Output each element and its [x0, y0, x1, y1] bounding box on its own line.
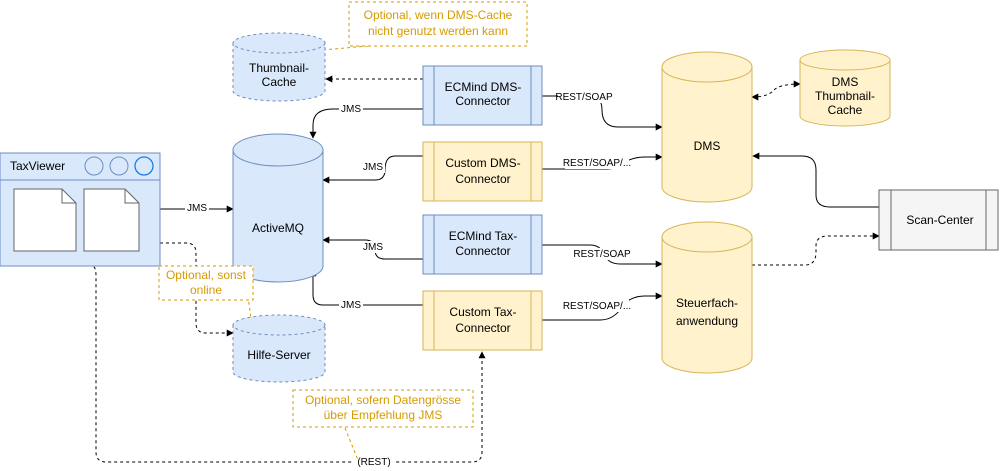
taxviewer-title: TaxViewer — [10, 159, 65, 173]
dms-label: DMS — [694, 139, 721, 153]
note-online-line-1: Optional, sonst — [166, 268, 247, 282]
note-online-line-2: online — [190, 283, 222, 297]
custom-tax-connector-node: Custom Tax- Connector — [422, 290, 543, 351]
edge-label-rest-soap-1: REST/SOAP — [555, 92, 613, 103]
dms-thumbnail-cache-label-2: Thumbnail- — [815, 89, 875, 103]
edge-label-jms-2: JMS — [363, 162, 383, 173]
edge-label-jms-5: JMS — [187, 203, 207, 214]
note-dms-cache-line-1: Optional, wenn DMS-Cache — [364, 8, 513, 22]
ecmind-tax-label-2: Connector — [455, 244, 510, 258]
steuerfach-label-2: anwendung — [676, 314, 738, 328]
activemq-label: ActiveMQ — [252, 221, 304, 235]
custom-dms-label-1: Custom DMS- — [445, 156, 520, 170]
note-connector-data-size — [344, 427, 359, 461]
ecmind-tax-connector-node: ECMind Tax- Connector — [422, 214, 543, 275]
activemq-node: ActiveMQ — [232, 133, 324, 283]
custom-dms-connector-node: Custom DMS- Connector — [422, 141, 543, 202]
hilfe-server-node: Hilfe-Server — [232, 314, 326, 383]
dms-thumbnail-cache-label-3: Cache — [828, 103, 863, 117]
window-button-1 — [84, 156, 104, 176]
edge-taxviewer-hilfe — [160, 242, 234, 337]
edge-label-rest-soap-more-1: REST/SOAP/... — [563, 158, 631, 169]
custom-tax-label-1: Custom Tax- — [449, 305, 516, 319]
edge-custom-tax-activemq — [309, 269, 423, 306]
ecmind-dms-connector-node: ECMind DMS- Connector — [422, 65, 543, 126]
dms-node: DMS — [661, 51, 753, 203]
ecmind-dms-label-1: ECMind DMS- — [445, 80, 522, 94]
steuerfach-label-1: Steuerfach- — [676, 296, 738, 310]
edge-steuerfach-scan-center — [752, 232, 880, 266]
custom-tax-label-2: Connector — [455, 321, 510, 335]
dms-thumbnail-cache-node: DMS Thumbnail- Cache — [799, 49, 891, 127]
edge-ecmind-dms-activemq — [309, 108, 423, 139]
dms-thumbnail-cache-label-1: DMS — [832, 75, 859, 89]
document-icon — [83, 188, 140, 252]
thumbnail-cache-label-1: Thumbnail- — [249, 61, 309, 75]
scan-center-label: Scan-Center — [906, 213, 973, 227]
note-dms-cache: Optional, wenn DMS-Cache nicht genutzt w… — [348, 1, 528, 47]
window-button-2 — [109, 156, 129, 176]
edge-label-jms-4: JMS — [341, 300, 361, 311]
edge-label-rest-soap-more-2: REST/SOAP/... — [563, 301, 631, 312]
edge-taxviewer-custom-tax — [88, 265, 486, 463]
thumbnail-cache-node: Thumbnail- Cache — [232, 32, 326, 102]
edge-scan-center-dms — [752, 152, 879, 208]
hilfe-server-label: Hilfe-Server — [247, 348, 310, 362]
note-data-size: Optional, sofern Datengrösse über Empfeh… — [292, 389, 474, 428]
edge-label-jms-1: JMS — [341, 104, 361, 115]
steuerfachanwendung-node: Steuerfach- anwendung — [661, 221, 753, 374]
edge-dms-thumbnail-cache — [751, 80, 801, 101]
note-dms-cache-line-2: nicht genutzt werden kann — [368, 24, 508, 38]
scan-center-node: Scan-Center — [878, 189, 999, 251]
window-button-3 — [134, 156, 154, 176]
document-icon — [13, 188, 77, 252]
thumbnail-cache-label-2: Cache — [262, 75, 297, 89]
note-connector-dms-cache — [321, 45, 369, 51]
custom-dms-label-2: Connector — [455, 172, 510, 186]
ecmind-dms-label-2: Connector — [455, 94, 510, 108]
edge-label-rest-soap-2: REST/SOAP — [573, 249, 631, 260]
ecmind-tax-label-1: ECMind Tax- — [449, 229, 517, 243]
edge-label-jms-3: JMS — [363, 242, 383, 253]
edge-label-rest-paren: (REST) — [357, 457, 390, 468]
note-data-size-line-1: Optional, sofern Datengrösse — [305, 393, 461, 407]
note-data-size-line-2: über Empfehlung JMS — [324, 408, 443, 422]
taxviewer-window: TaxViewer — [0, 152, 161, 267]
note-online: Optional, sonst online — [158, 265, 254, 301]
